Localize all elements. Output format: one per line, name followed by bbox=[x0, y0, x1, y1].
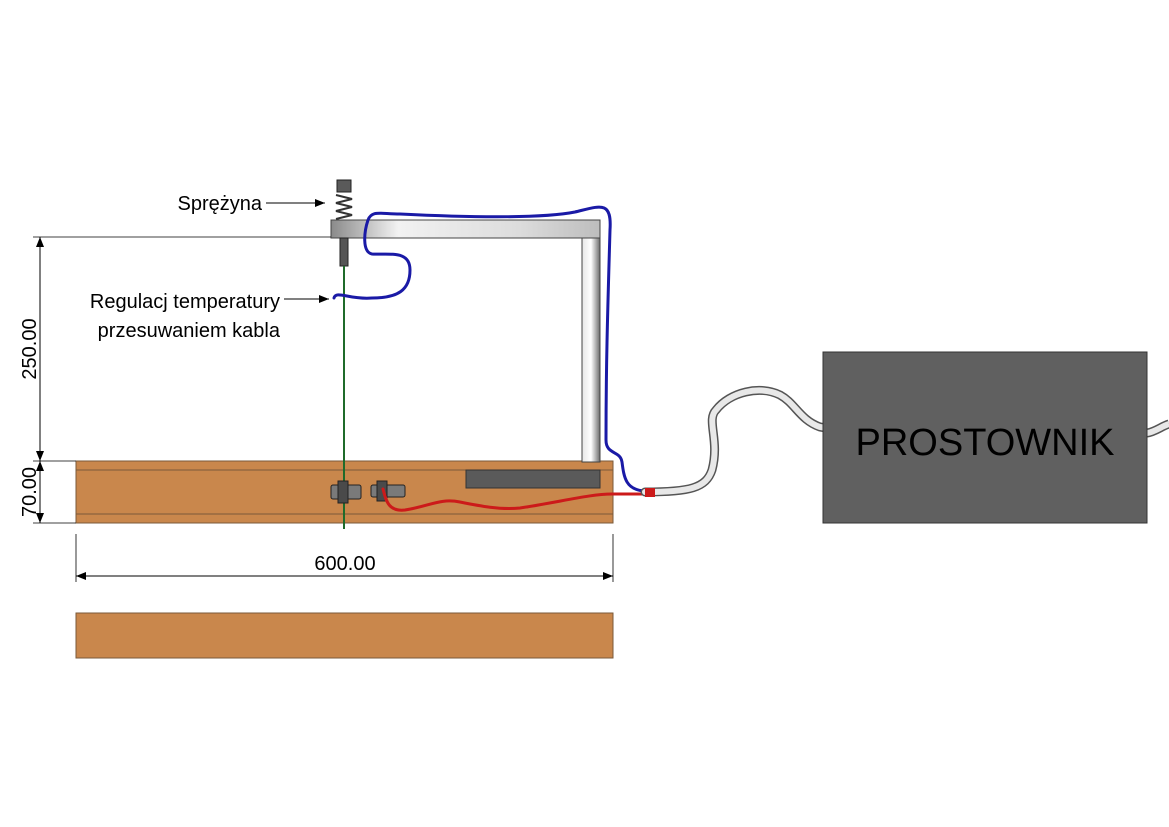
dimension-base-height-label: 70.00 bbox=[19, 467, 41, 517]
annotation-temperature: Regulacj temperatury przesuwaniem kabla bbox=[90, 291, 329, 342]
spring-cap bbox=[336, 179, 352, 193]
bolt-right bbox=[370, 484, 406, 498]
nut-left bbox=[337, 480, 349, 504]
blue-wire bbox=[332, 205, 647, 493]
metal-frame bbox=[330, 219, 601, 463]
frame-arm bbox=[330, 219, 601, 239]
power-cable bbox=[640, 385, 1169, 497]
rectifier-box bbox=[822, 351, 1148, 524]
spring-label: Sprężyna bbox=[178, 193, 263, 215]
wire-clamp bbox=[339, 237, 349, 267]
lower-board bbox=[75, 612, 614, 659]
cable-sleeve bbox=[645, 488, 655, 497]
spring-coil bbox=[335, 194, 353, 220]
annotation-spring: Sprężyna bbox=[178, 193, 325, 215]
dimension-width: 600.00 bbox=[75, 534, 614, 582]
dimension-height-label: 250.00 bbox=[19, 318, 41, 379]
red-wire bbox=[381, 487, 647, 512]
temperature-label-line1: Regulacj temperatury bbox=[90, 291, 280, 313]
frame-upright bbox=[581, 219, 601, 463]
rectifier-label: PROSTOWNIK bbox=[856, 422, 1115, 464]
dimension-base-height: 70.00 bbox=[19, 461, 76, 524]
spring-assembly bbox=[335, 179, 353, 267]
dimension-height: 250.00 bbox=[19, 236, 331, 462]
temperature-label-line2: przesuwaniem kabla bbox=[98, 320, 281, 342]
dimension-width-label: 600.00 bbox=[314, 553, 375, 575]
frame-mount-slot bbox=[465, 469, 601, 489]
